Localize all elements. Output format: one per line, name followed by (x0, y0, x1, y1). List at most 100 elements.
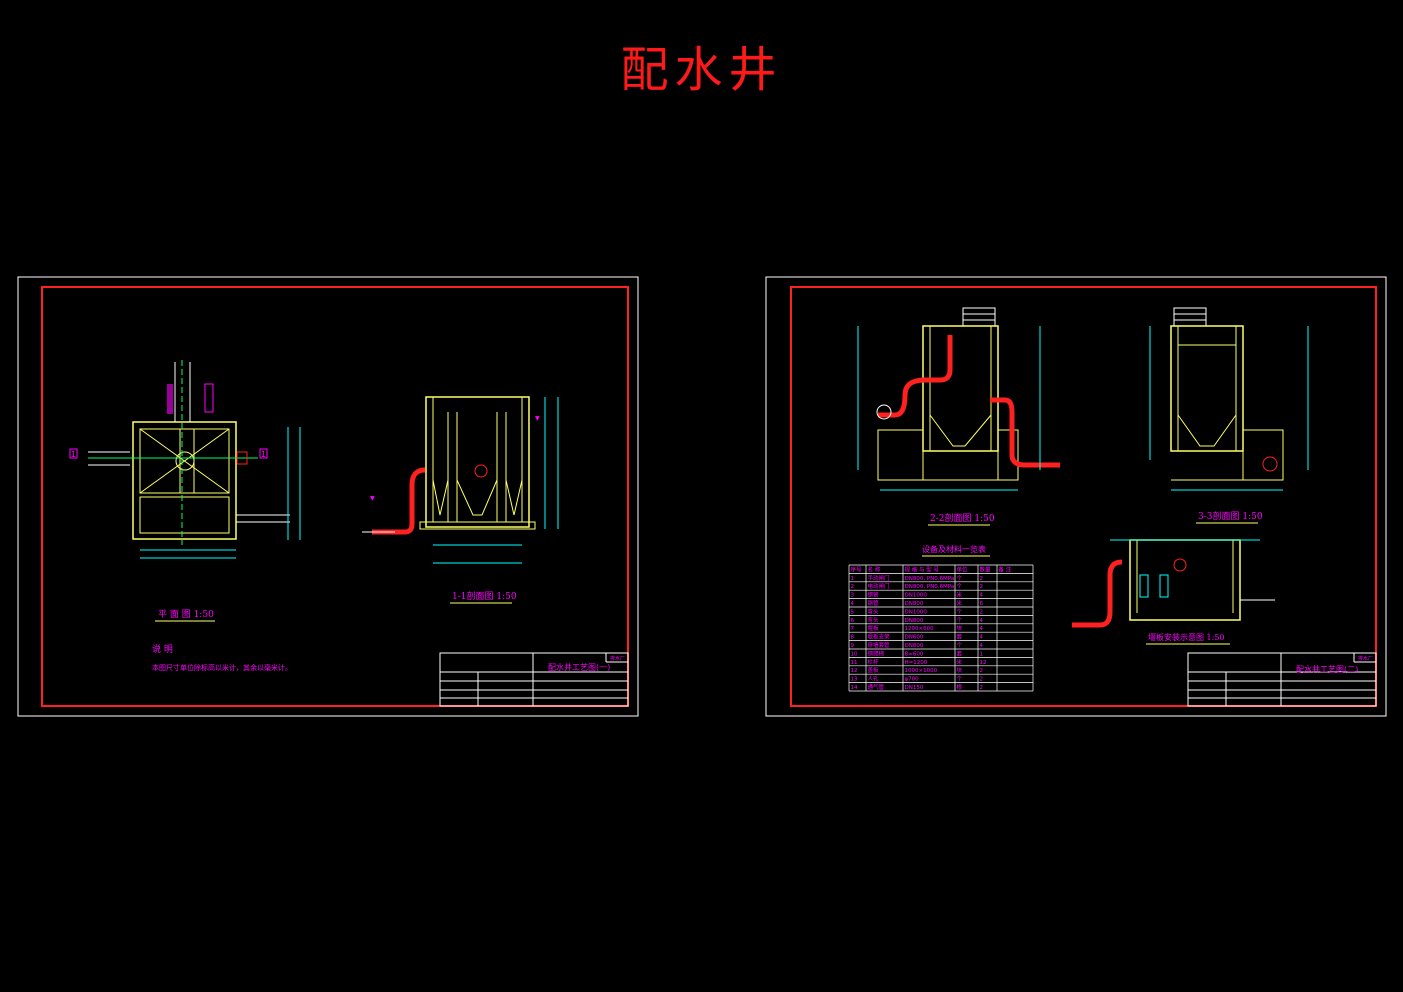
page-title: 配水井 (620, 42, 783, 98)
sheet-1: 1 1 平 面 图 1:50 ▼ ▼ 1- (17, 276, 639, 717)
table-cell: 电动闸门 (868, 582, 890, 590)
table-cell: 米 (957, 599, 963, 607)
table-cell: 9 (851, 643, 855, 649)
table-cell: 钢管 (868, 599, 880, 607)
table-cell: 堰板 (868, 624, 880, 632)
table-cell: 个 (957, 617, 963, 624)
table-cell: 米 (957, 591, 963, 599)
table-cell: 2 (980, 609, 984, 615)
table-cell: DN800 (905, 601, 924, 607)
table-cell: 2 (851, 584, 855, 590)
notes-text: 本图尺寸单位除标高以米计，其余以毫米计。 (152, 663, 292, 672)
table-cell: 个 (957, 642, 963, 649)
table-cell: 12 (980, 660, 987, 666)
table-cell: 堰板支架 (868, 633, 891, 641)
sheet-2-border (765, 276, 1387, 717)
table-cell: 手动闸门 (868, 574, 890, 582)
sheet-1-frame (41, 286, 629, 707)
table-cell: 2 (980, 668, 984, 674)
table-cell: 4 (980, 618, 984, 624)
table-cell: 通气管 (868, 683, 885, 691)
table-cell: DN600 (905, 635, 924, 641)
table-cell: 个 (957, 575, 963, 582)
table-cell: 块 (957, 666, 963, 674)
table-cell: 14 (851, 685, 858, 691)
table-cell: 个 (957, 583, 963, 590)
notes-heading: 说 明 (152, 643, 173, 655)
table-cell: 1000×1000 (905, 668, 938, 674)
sheet-2: 2-2剖面图 1:50 3-3剖面图 1:50 (765, 276, 1387, 717)
section-2-2-view (857, 307, 1060, 491)
table-cell: 套 (957, 633, 963, 641)
table-header-cell: 序号 (851, 565, 863, 573)
table-cell: 个 (957, 608, 963, 615)
table-cell: 4 (980, 635, 984, 641)
sheet-2-tag: 排水厂 (1358, 655, 1373, 662)
table-cell: 4 (851, 601, 855, 607)
table-cell: 2 (980, 685, 984, 691)
sheet-2-frame (790, 286, 1377, 707)
table-cell: 根 (957, 683, 963, 691)
table-cell: 弯头 (868, 607, 880, 615)
table-header-cell: 名 称 (868, 565, 881, 573)
table-cell: DN800, PN0.6MPa (905, 584, 955, 590)
table-header-cell: 数量 (980, 565, 992, 573)
table-cell: 6 (980, 601, 984, 607)
table-cell: 4 (980, 643, 984, 649)
table-cell: 1 (980, 651, 984, 657)
table-cell: 米 (957, 658, 963, 666)
svg-text:▼: ▼ (370, 495, 375, 502)
section-1-1-label: 1-1剖面图 1:50 (452, 590, 517, 602)
table-cell: 10 (851, 651, 858, 657)
table-cell: 栏杆 (868, 658, 880, 666)
table-cell: DN800 (905, 618, 924, 624)
table-cell: 1200×600 (905, 626, 935, 632)
table-cell: DN150 (905, 685, 924, 691)
table-cell: 1 (851, 576, 855, 582)
table-cell: DN1000 (905, 593, 928, 599)
table-cell: 块 (957, 624, 963, 632)
table-cell: 个 (957, 676, 963, 683)
sheet-1-drawing-name: 配水井工艺图(一) (548, 662, 610, 672)
table-cell: 11 (851, 660, 858, 666)
table-cell: 盖板 (868, 666, 880, 674)
table-cell: 弯头 (868, 616, 880, 624)
table-cell: 2 (980, 576, 984, 582)
table-cell: 8 (851, 635, 855, 641)
table-cell: 4 (980, 626, 984, 632)
table-cell: DN800 (905, 643, 924, 649)
table-cell: 2 (980, 677, 984, 683)
table-cell: 钢管 (868, 591, 880, 599)
plan-section-mark-right: 1 (261, 450, 266, 459)
svg-text:▼: ▼ (535, 415, 540, 422)
equipment-table-title: 设备及材料一览表 (922, 544, 986, 554)
weir-detail-view (1072, 539, 1275, 628)
table-cell: 2 (980, 584, 984, 590)
table-cell: 12 (851, 668, 858, 674)
sheet-2-title-block: 排水厂 配水井工艺图(二) (1187, 652, 1377, 707)
table-cell: 7 (851, 626, 855, 632)
table-cell: 人孔 (868, 675, 880, 683)
table-cell: 13 (851, 677, 858, 683)
table-cell: DN1000 (905, 609, 928, 615)
sheet-1-border (17, 276, 639, 717)
table-header-cell: 规 格 与 型 号 (905, 565, 940, 573)
table-header-cell: 备 注 (999, 565, 1012, 573)
sheet-2-drawing-name: 配水井工艺图(二) (1296, 664, 1358, 674)
table-cell: φ700 (905, 677, 920, 683)
table-cell: H=1200 (905, 660, 928, 666)
table-cell: 套 (957, 649, 963, 657)
table-cell: B=600 (905, 651, 924, 657)
plan-section-mark-left: 1 (71, 450, 76, 459)
table-cell: 3 (851, 593, 855, 599)
table-cell: 5 (851, 609, 855, 615)
section-1-1-view: ▼ ▼ (362, 396, 559, 564)
section-3-3-view (1149, 307, 1309, 491)
table-cell: DN800, PN0.6MPa (905, 576, 955, 582)
table-cell: 4 (980, 593, 984, 599)
plan-view: 1 1 (69, 360, 301, 559)
section-2-2-label: 2-2剖面图 1:50 (930, 512, 995, 524)
table-cell: 6 (851, 618, 855, 624)
